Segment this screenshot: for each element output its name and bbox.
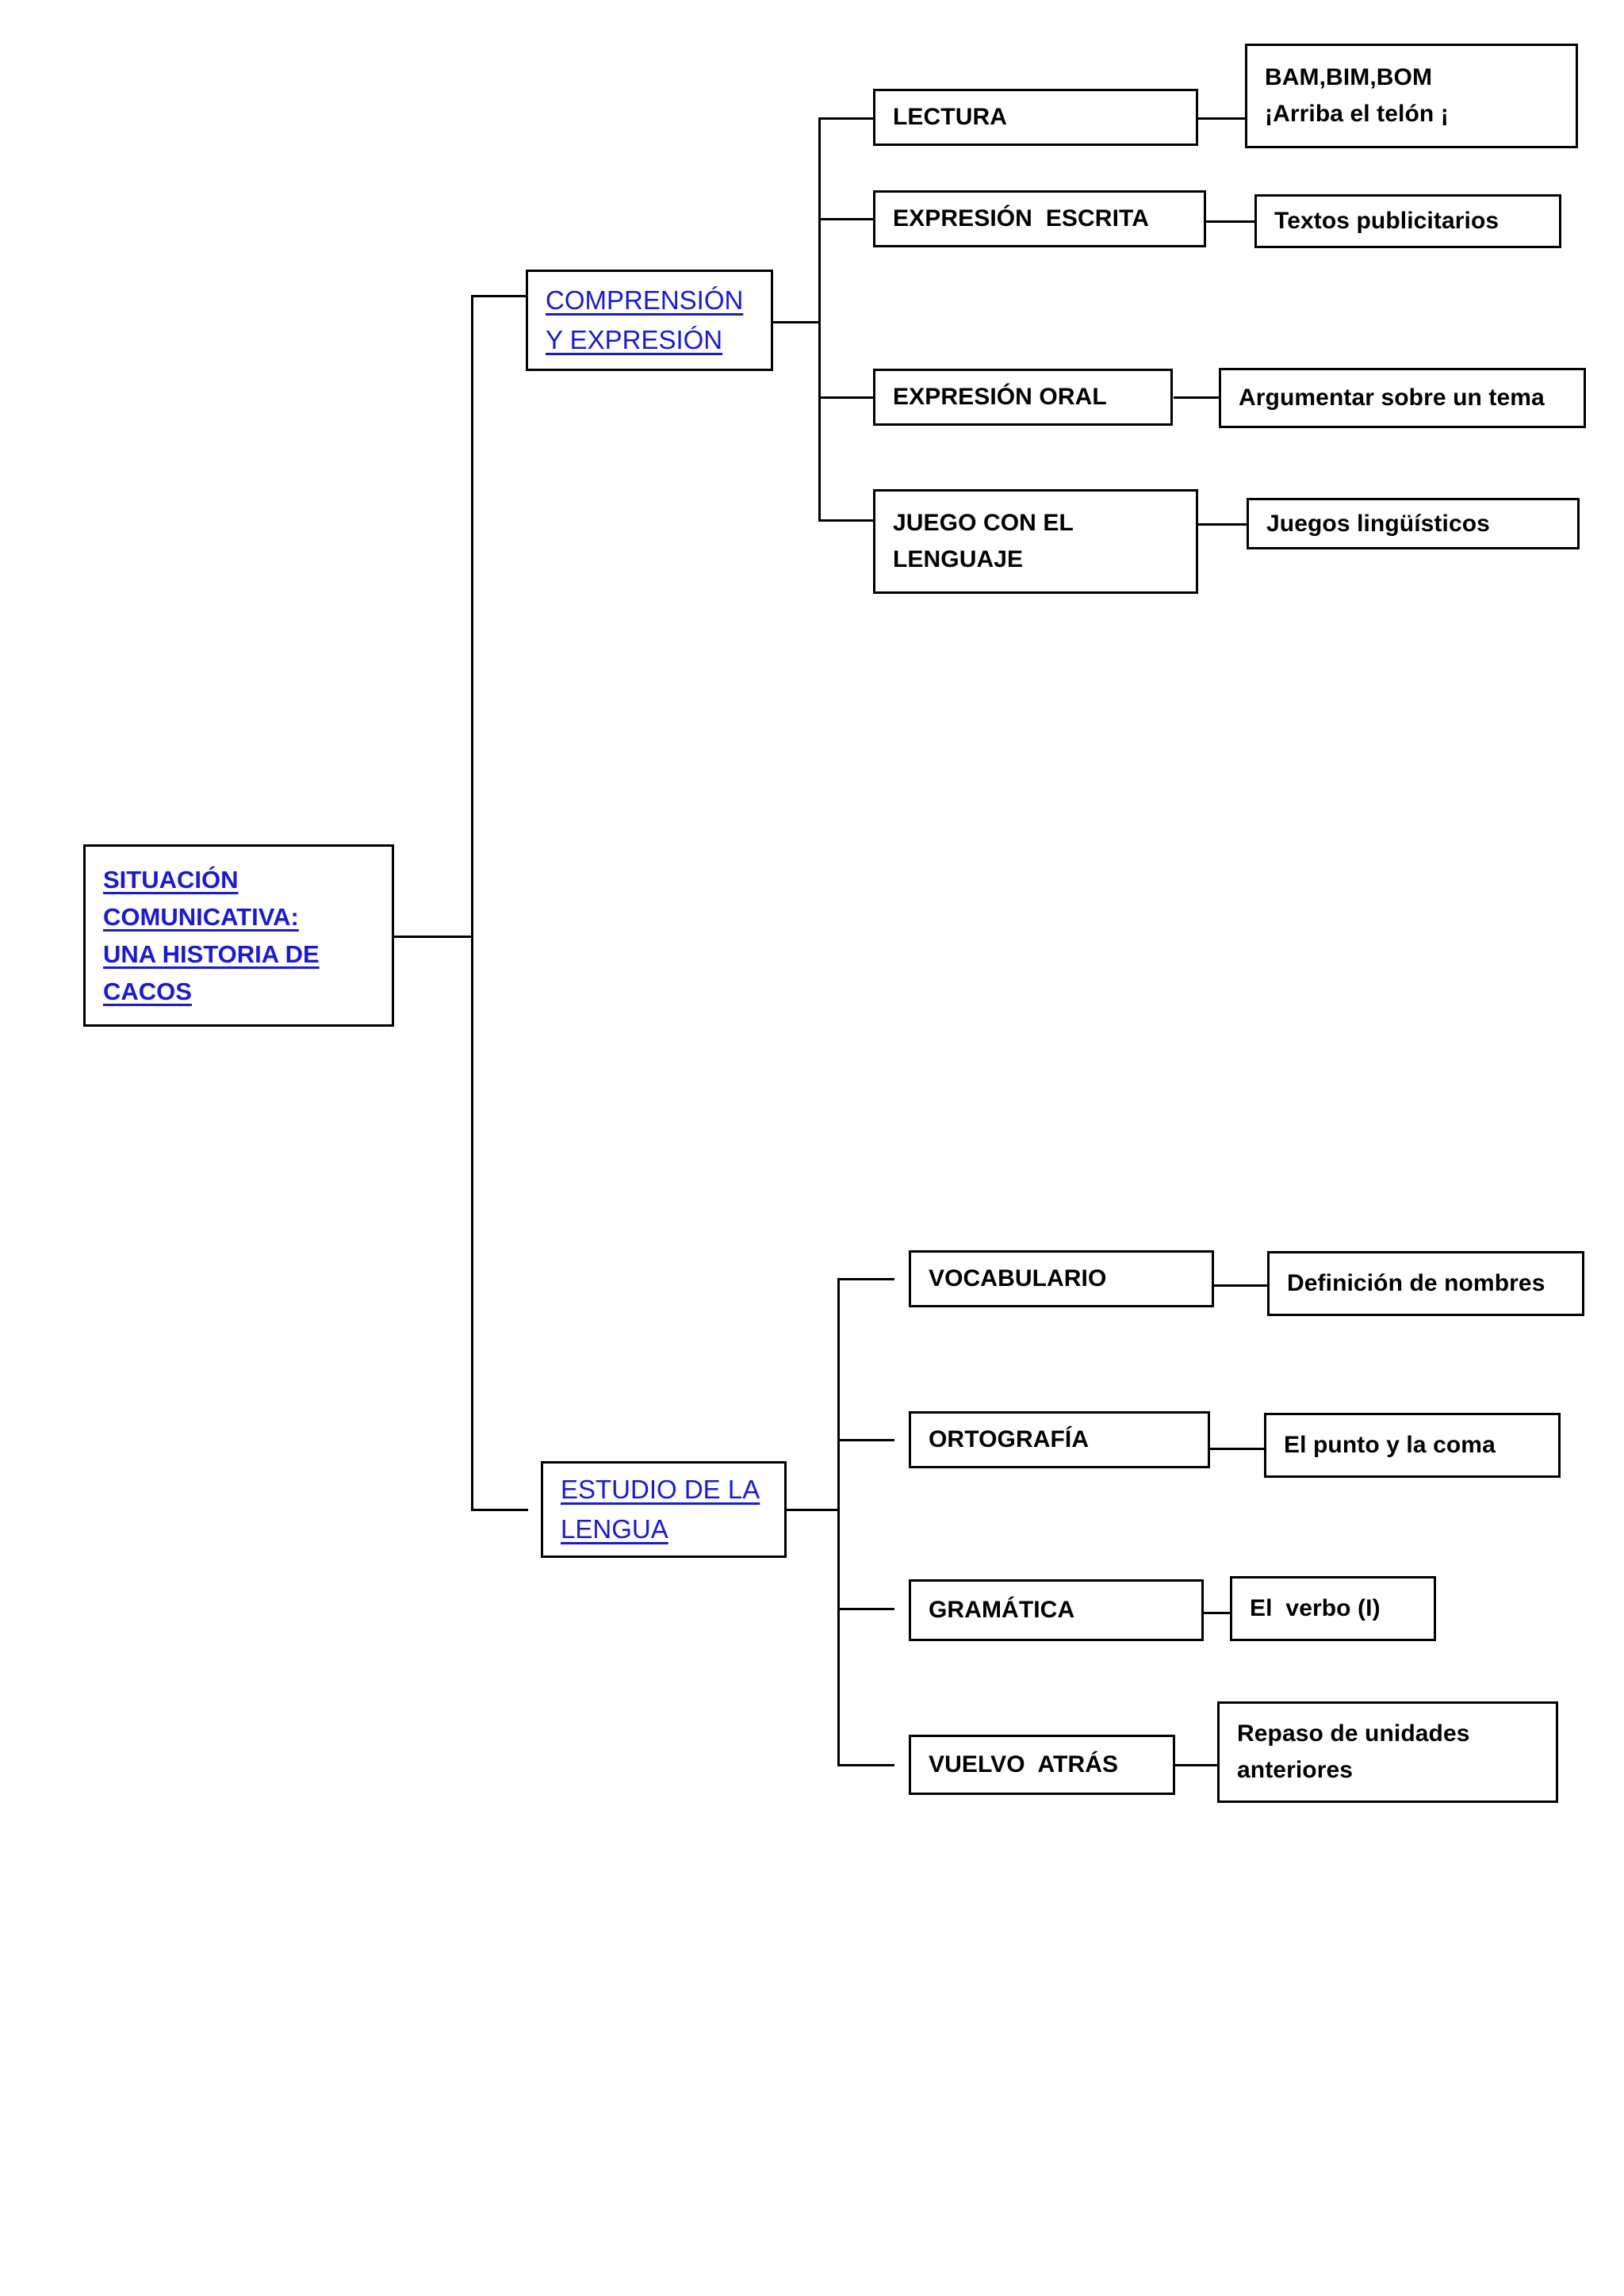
- node-lectura-label: LECTURA: [893, 104, 1008, 131]
- connector-item7-detail: [1183, 1612, 1231, 1614]
- connector-root-to-spine: [394, 936, 473, 938]
- node-ortografia-label: ORTOGRAFÍA: [929, 1426, 1090, 1453]
- connector-branchbar-2: [837, 1278, 840, 1766]
- node-detail-textos-publicitarios[interactable]: Textos publicitarios: [1254, 194, 1561, 248]
- node-vuelvo-atras[interactable]: VUELVO ATRÁS: [909, 1735, 1175, 1795]
- connector-item3-detail: [1174, 396, 1220, 399]
- connector-hub1-to-branchbar: [773, 321, 821, 323]
- node-hub-2-line-1: ESTUDIO DE LA: [561, 1474, 760, 1504]
- node-detail-1-line-2: ¡Arriba el telón ¡: [1265, 101, 1449, 127]
- node-detail-7-line-1: El verbo (I): [1250, 1595, 1381, 1622]
- node-juego-con-el-lenguaje[interactable]: JUEGO CON EL LENGUAJE: [873, 489, 1198, 594]
- node-expresion-escrita-label: EXPRESIÓN ESCRITA: [893, 205, 1149, 232]
- node-root-line-2: COMUNICATIVA:: [103, 902, 299, 931]
- connector-spine-to-hub-2: [471, 1509, 528, 1511]
- node-vuelvo-atras-label: VUELVO ATRÁS: [929, 1751, 1119, 1778]
- node-root[interactable]: SITUACIÓN COMUNICATIVA: UNA HISTORIA DE …: [83, 844, 394, 1027]
- connector-main-spine: [471, 295, 473, 1511]
- node-detail-el-verbo-1[interactable]: El verbo (I): [1230, 1576, 1436, 1641]
- node-juego-line-2: LENGUAJE: [893, 546, 1024, 572]
- node-vocabulario-label: VOCABULARIO: [929, 1265, 1107, 1292]
- connector-branch2-item4: [837, 1764, 894, 1766]
- node-detail-4-line-1: Juegos lingüísticos: [1266, 510, 1490, 537]
- connector-branch2-item2: [837, 1439, 894, 1441]
- node-hub-1-line-1: COMPRENSIÓN: [546, 285, 744, 315]
- connector-branch1-item1: [818, 117, 875, 120]
- node-detail-definicion-de-nombres[interactable]: Definición de nombres: [1267, 1251, 1584, 1316]
- node-juego-line-1: JUEGO CON EL: [893, 510, 1074, 537]
- connector-item6-detail: [1209, 1448, 1265, 1450]
- connector-branch1-item2: [818, 218, 875, 220]
- connector-item4-detail: [1197, 523, 1248, 526]
- connector-item1-detail: [1196, 117, 1247, 120]
- node-detail-5-line-1: Definición de nombres: [1287, 1270, 1545, 1297]
- node-detail-repaso-de-unidades-anteriores[interactable]: Repaso de unidades anteriores: [1217, 1701, 1558, 1803]
- node-gramatica-label: GRAMÁTICA: [929, 1597, 1075, 1624]
- node-detail-argumentar-sobre-un-tema[interactable]: Argumentar sobre un tema: [1219, 368, 1586, 428]
- connector-branch1-item3: [818, 396, 875, 399]
- connector-hub2-to-branchbar: [787, 1509, 839, 1511]
- node-expresion-oral-label: EXPRESIÓN ORAL: [893, 384, 1107, 411]
- node-lectura[interactable]: LECTURA: [873, 89, 1198, 146]
- node-detail-el-punto-y-la-coma[interactable]: El punto y la coma: [1264, 1413, 1561, 1478]
- node-hub-2-line-2: LENGUA: [561, 1514, 668, 1544]
- node-gramatica[interactable]: GRAMÁTICA: [909, 1579, 1204, 1641]
- node-root-line-3: UNA HISTORIA DE: [103, 940, 320, 968]
- node-detail-2-line-1: Textos publicitarios: [1274, 208, 1500, 235]
- node-hub-estudio-de-la-lengua[interactable]: ESTUDIO DE LA LENGUA: [541, 1461, 787, 1558]
- connector-branch2-item3: [837, 1608, 894, 1610]
- node-vocabulario[interactable]: VOCABULARIO: [909, 1250, 1214, 1307]
- node-detail-juegos-linguisticos[interactable]: Juegos lingüísticos: [1247, 498, 1580, 549]
- connector-branchbar-1: [818, 117, 821, 522]
- node-detail-3-line-1: Argumentar sobre un tema: [1239, 385, 1545, 411]
- connector-item2-detail: [1205, 220, 1255, 223]
- connector-item5-detail: [1214, 1284, 1268, 1287]
- node-ortografia[interactable]: ORTOGRAFÍA: [909, 1411, 1210, 1468]
- node-root-line-4: CACOS: [103, 978, 192, 1006]
- node-expresion-escrita[interactable]: EXPRESIÓN ESCRITA: [873, 190, 1206, 247]
- node-root-line-1: SITUACIÓN: [103, 865, 239, 894]
- node-detail-1-line-1: BAM,BIM,BOM: [1265, 64, 1433, 91]
- node-detail-bam-bim-bom[interactable]: BAM,BIM,BOM ¡Arriba el telón ¡: [1245, 44, 1578, 148]
- node-hub-comprension-y-expresion[interactable]: COMPRENSIÓN Y EXPRESIÓN: [526, 270, 773, 371]
- node-detail-6-line-1: El punto y la coma: [1284, 1432, 1496, 1459]
- connector-branch2-item1: [837, 1278, 894, 1280]
- node-hub-1-line-2: Y EXPRESIÓN: [546, 325, 723, 354]
- connector-item8-detail: [1172, 1764, 1220, 1766]
- connector-spine-to-hub-1: [471, 295, 528, 297]
- node-detail-8-line-1: Repaso de unidades: [1237, 1720, 1470, 1747]
- node-expresion-oral[interactable]: EXPRESIÓN ORAL: [873, 369, 1173, 426]
- node-detail-8-line-2: anteriores: [1237, 1757, 1354, 1783]
- connector-branch1-item4: [818, 519, 875, 522]
